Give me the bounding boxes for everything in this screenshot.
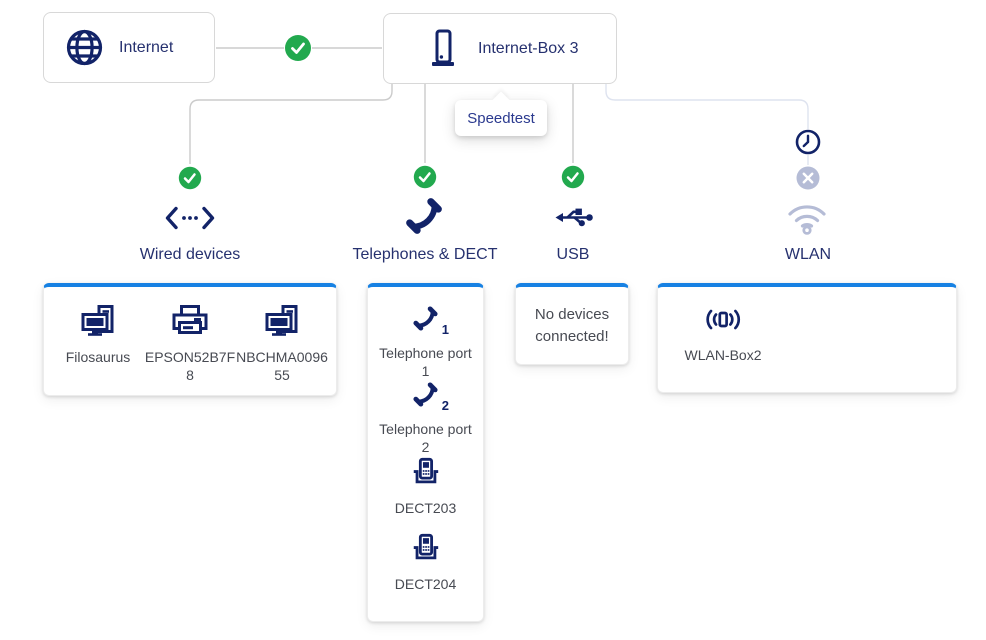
computer-icon <box>265 305 300 336</box>
internet-node[interactable]: Internet <box>43 12 215 83</box>
router-node[interactable]: Internet-Box 3 <box>383 13 617 84</box>
telephones-dect-panel: 1 Telephone port 1 2 Telephone port 2 <box>367 283 484 622</box>
wlan-status-off-icon <box>796 166 821 191</box>
device-wlan-box2[interactable]: WLAN-Box2 <box>668 303 778 364</box>
speedtest-button-label: Speedtest <box>467 109 535 127</box>
device-filosaurus[interactable]: Filosaurus <box>52 305 144 395</box>
printer-icon <box>172 305 208 336</box>
device-name: DECT204 <box>394 576 457 592</box>
device-name: DECT203 <box>394 500 457 516</box>
usb-panel: No devices connected! <box>515 283 629 365</box>
telephone-port-icon <box>413 382 438 407</box>
device-name: WLAN-Box2 <box>684 347 762 363</box>
phones-branch-label[interactable]: Telephones & DECT <box>352 246 498 263</box>
branch-usb[interactable] <box>555 206 594 228</box>
wifi-icon <box>788 205 826 235</box>
port-number: 1 <box>441 322 449 337</box>
telephone-port-icon <box>413 306 438 331</box>
dect-handset-icon <box>410 533 441 563</box>
speedtest-button[interactable]: Speedtest <box>455 100 547 136</box>
device-name: Telephone port 1 <box>379 345 472 380</box>
wired-devices-icon <box>165 206 215 230</box>
port-number: 2 <box>441 398 449 413</box>
link-status-check-icon <box>283 33 313 63</box>
wlan-branch-label[interactable]: WLAN <box>784 246 832 263</box>
usb-empty-message: No devices connected! <box>534 305 610 345</box>
dect-handset-icon <box>410 457 441 487</box>
device-telephone-port-1[interactable]: 1 Telephone port 1 <box>378 305 474 381</box>
usb-status-check-icon <box>560 164 586 190</box>
device-dect203[interactable]: DECT203 <box>378 457 474 533</box>
device-name: Telephone port 2 <box>379 421 472 456</box>
telephone-icon <box>406 198 442 234</box>
wired-branch-label[interactable]: Wired devices <box>139 246 241 263</box>
device-nbchma[interactable]: NBCHMA009655 <box>236 305 328 395</box>
device-name: NBCHMA009655 <box>236 349 328 384</box>
internet-node-label: Internet <box>119 38 174 56</box>
usb-branch-label[interactable]: USB <box>556 246 590 263</box>
device-telephone-port-2[interactable]: 2 Telephone port 2 <box>378 381 474 457</box>
computer-icon <box>81 305 116 336</box>
phones-status-check-icon <box>412 164 438 190</box>
wired-status-check-icon <box>177 165 203 191</box>
wlan-schedule-clock-icon <box>795 129 821 155</box>
device-dect204[interactable]: DECT204 <box>378 533 474 609</box>
branch-phones[interactable] <box>404 196 444 236</box>
antenna-icon <box>704 303 742 334</box>
branch-wlan[interactable] <box>785 197 829 235</box>
device-epson-printer[interactable]: EPSON52B7F8 <box>144 305 236 395</box>
globe-icon <box>65 28 104 67</box>
wlan-panel: WLAN-Box2 <box>657 283 957 393</box>
router-node-label: Internet-Box 3 <box>478 39 579 57</box>
wired-devices-panel: Filosaurus EPSON52B7F8 <box>43 283 337 396</box>
device-name: Filosaurus <box>65 349 131 365</box>
branch-wired[interactable] <box>165 206 215 230</box>
router-icon <box>428 29 458 69</box>
usb-icon <box>555 208 593 227</box>
device-name: EPSON52B7F8 <box>144 349 236 384</box>
